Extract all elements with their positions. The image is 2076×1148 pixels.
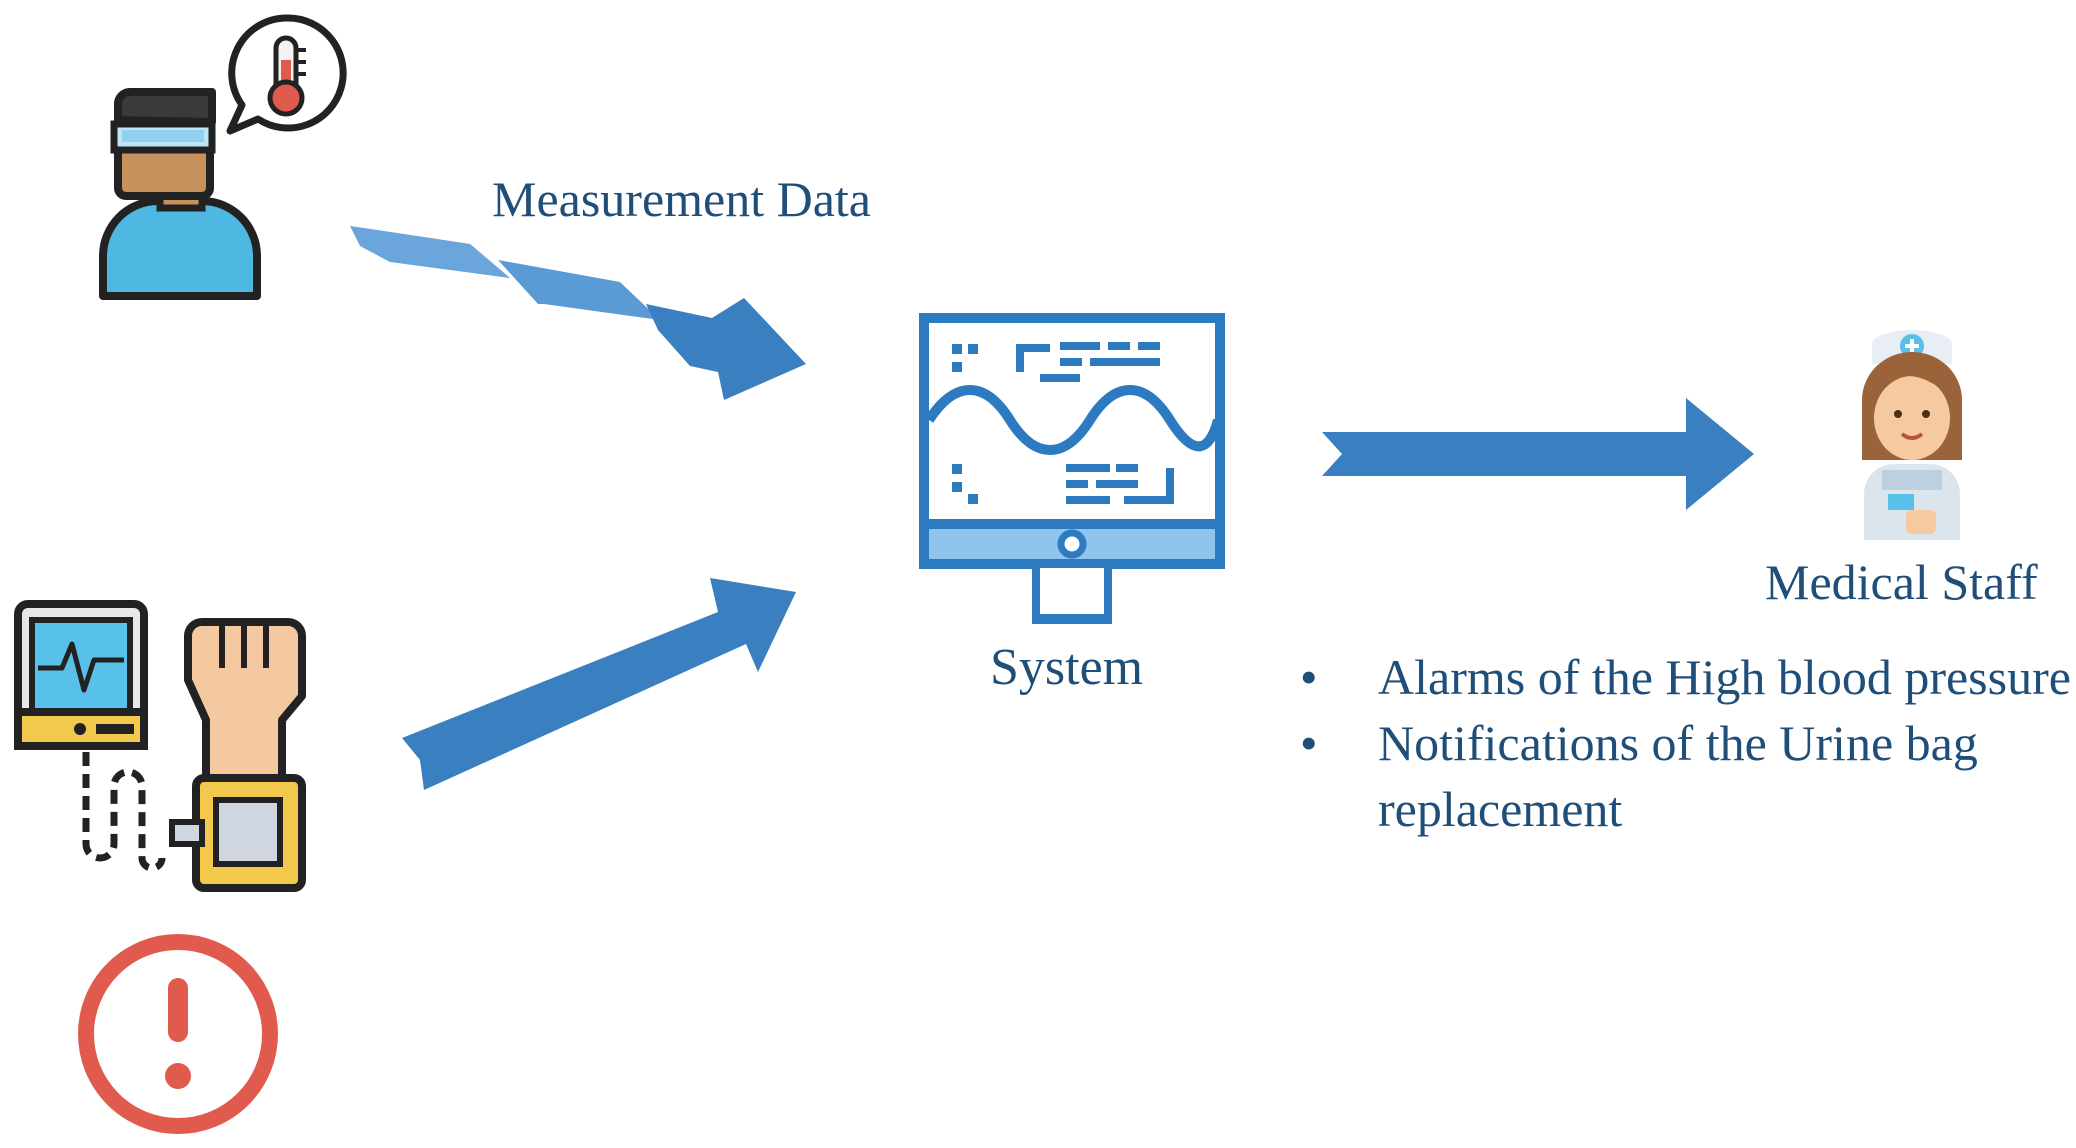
notification-list: • Alarms of the High blood pressure • No… (1298, 644, 2076, 842)
nurse-icon (1862, 330, 1962, 540)
list-item: • Alarms of the High blood pressure (1298, 644, 2076, 710)
list-item: • Notifications of the Urine bag replace… (1298, 710, 2076, 842)
bullet-icon: • (1300, 649, 1318, 705)
measurement-data-label: Measurement Data (492, 171, 872, 227)
bullet-icon: • (1300, 715, 1318, 771)
alarm-notification-text: Alarms of the High blood pressure (1378, 649, 2071, 705)
patient-thermometer-icon (99, 14, 347, 300)
medical-staff-label: Medical Staff (1765, 554, 2038, 610)
exclamation-alert-icon (78, 934, 278, 1134)
measurement-arrow (350, 226, 806, 400)
urine-bag-notification-text: Notifications of the Urine bag replaceme… (1378, 715, 1978, 837)
blood-pressure-arrow (402, 578, 796, 790)
blood-pressure-monitor-icon (14, 600, 306, 892)
system-label: System (990, 639, 1144, 696)
system-to-staff-arrow (1322, 398, 1754, 510)
monitor-waveform-icon (919, 313, 1225, 624)
